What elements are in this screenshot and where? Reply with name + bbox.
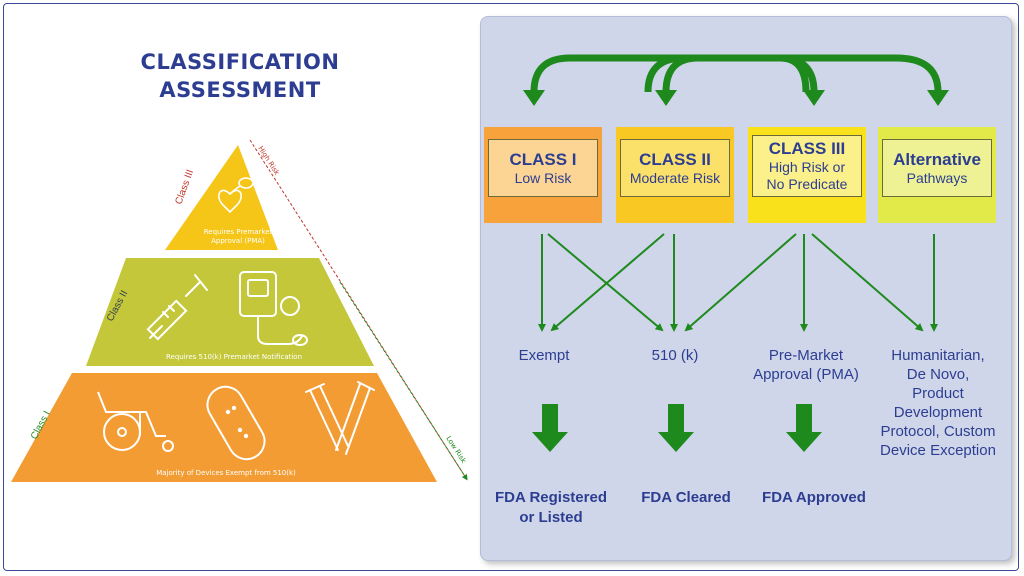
classification-panel [480,16,1012,561]
arrowhead-class-ii [655,90,677,106]
pyramid-tier-class-i [11,373,437,482]
pathway-alt-line-2: De Novo, [906,366,970,383]
bandage-icon [206,385,266,461]
class-i-box: CLASS I Low Risk [484,127,602,223]
arrowhead-class-iii [803,90,825,106]
pathway-alt-line-5: Protocol, Custom [880,423,996,440]
arrowhead-alternative [927,90,949,106]
class-ii-inner: CLASS II Moderate Risk [620,139,730,197]
pathway-pma: Pre-Market Approval (PMA) [744,346,868,384]
pathway-alt-line-4: Development [893,404,983,421]
arrowhead-class-i [523,90,545,106]
outcome-registered: FDA Registered or Listed [488,488,614,528]
class-iii-inner: CLASS III High Risk or No Predicate [752,135,862,197]
alternative-box: Alternative Pathways [878,127,996,223]
class-ii-heading: CLASS II [639,149,711,169]
pathway-pma-line-2: Approval (PMA) [753,366,859,383]
class-ii-sub: Moderate Risk [629,169,721,186]
page-title: CLASSIFICATION ASSESSMENT [110,48,370,104]
outcome-registered-line-2: or Listed [519,509,583,526]
risk-scale-line-high [249,139,467,479]
outcome-approved: FDA Approved [762,489,866,506]
class-iii-description-line-1: Requires Premarket [204,228,273,236]
pathway-alternative: Humanitarian, De Novo, Product Developme… [872,346,1004,460]
risk-scale-line-low [339,281,468,481]
title-line-1: CLASSIFICATION [140,50,340,74]
class-iii-box: CLASS III High Risk or No Predicate [748,127,866,223]
pyramid-tier-class-iii [165,145,278,250]
title-line-2: ASSESSMENT [159,78,321,102]
alternative-inner: Alternative Pathways [882,139,992,197]
outcome-cleared: FDA Cleared [641,489,731,506]
outer-frame [3,3,1019,571]
class-iii-heading: CLASS III [768,139,846,158]
class-i-inner: CLASS I Low Risk [488,139,598,197]
class-i-description: Majority of Devices Exempt from 510(k) [156,469,296,477]
blood-pressure-monitor-icon [239,271,308,346]
class-ii-description: Requires 510(k) Premarket Notification [166,353,302,361]
down-arrow-510k [658,404,694,452]
class-ii-box: CLASS II Moderate Risk [616,127,734,223]
pathway-alt-line-6: Device Exception [880,442,996,459]
pathway-pma-line-1: Pre-Market [768,347,844,364]
pathway-arrows [538,233,938,332]
pathway-510k: 510 (k) [651,347,699,364]
pathway-alt-line-3: Product [912,385,964,402]
class-iii-description-line-2: Approval (PMA) [211,237,265,245]
heart-device-icon [218,177,254,214]
class-iii-sub-line-1: High Risk or [768,159,846,175]
down-arrow-pma [786,404,822,452]
class-i-heading: CLASS I [509,149,577,169]
pathway-alt-line-1: Humanitarian, [891,347,985,364]
pathway-exempt: Exempt [518,347,570,364]
syringe-icon [146,274,208,341]
outcome-registered-line-1: FDA Registered [495,489,607,506]
alternative-sub: Pathways [906,169,968,186]
crutches-icon [305,381,375,455]
class-iii-sub-line-2: No Predicate [766,176,848,192]
down-arrow-exempt [532,404,568,452]
alternative-heading: Alternative [893,149,981,169]
wheelchair-icon [97,391,174,452]
top-distribution-arrow [530,54,942,93]
risk-pyramid: Requires Premarket Approval (PMA) Requir… [11,139,468,482]
class-i-sub: Low Risk [514,169,572,186]
